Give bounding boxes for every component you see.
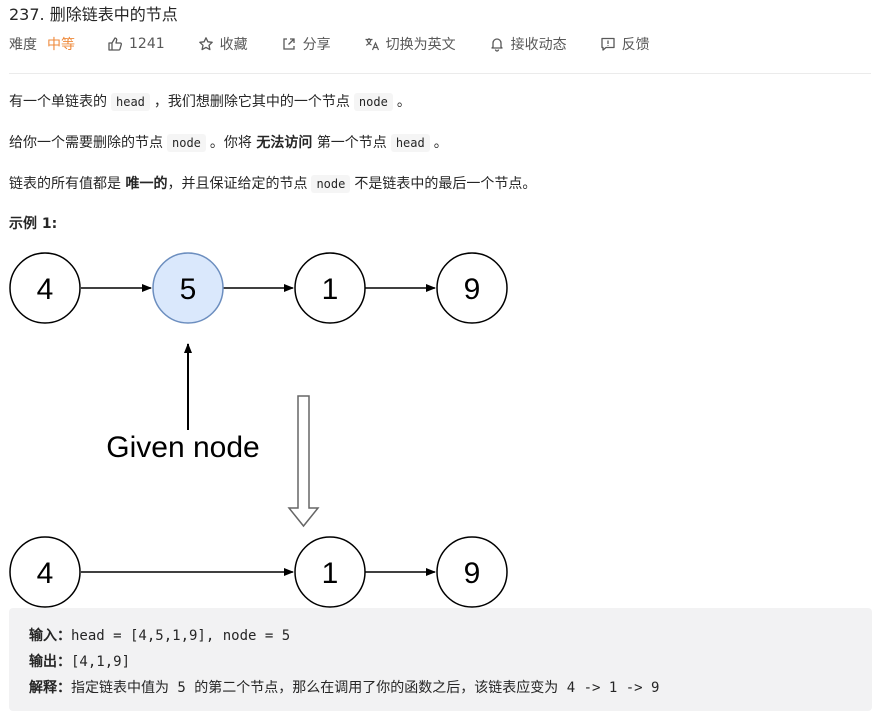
input-value: head = [4,5,1,9], node = 5: [71, 628, 291, 644]
explanation-code: 4 -> 1 -> 9: [558, 680, 660, 696]
feedback-icon: [600, 37, 615, 51]
meta-toolbar: 难度 中等 1241 收藏 分享 切换为英文 接收动态: [9, 33, 683, 55]
text: 给你一个需要删除的节点: [9, 135, 163, 151]
feedback-label: 反馈: [621, 37, 650, 53]
node-value: 4: [37, 273, 54, 306]
example-title: 示例 1:: [9, 216, 58, 232]
list-node-top-2: 1: [294, 252, 366, 324]
text: 有一个单链表的: [9, 94, 107, 110]
example-input: 输入：head = [4,5,1,9], node = 5: [29, 625, 290, 645]
star-icon: [198, 37, 213, 51]
text: 第一个节点: [316, 135, 387, 151]
explanation-code: 5: [169, 680, 195, 696]
divider: [9, 73, 871, 74]
node-value: 5: [180, 273, 197, 306]
node-value: 9: [464, 273, 481, 306]
explanation-label: 解释：: [29, 680, 71, 696]
text: 。: [396, 94, 411, 110]
notify-button[interactable]: 接收动态: [489, 34, 567, 54]
feedback-button[interactable]: 反馈: [600, 34, 650, 54]
inline-code: node: [167, 134, 206, 152]
notify-label: 接收动态: [510, 37, 567, 53]
node-value: 1: [322, 273, 339, 306]
list-node-bottom-2: 9: [436, 536, 508, 608]
given-node-label: Given node: [106, 431, 259, 464]
favorite-button[interactable]: 收藏: [198, 34, 248, 54]
bell-icon: [490, 38, 503, 52]
share-button[interactable]: 分享: [281, 34, 331, 54]
node-value: 9: [464, 557, 481, 590]
linked-list-diagram: 4 5 1 9 Given node 4 1 9: [9, 252, 508, 608]
inline-code: node: [353, 93, 393, 111]
output-label: 输出：: [29, 654, 71, 670]
inline-code: head: [390, 134, 430, 152]
list-node-bottom-1: 1: [294, 536, 366, 608]
inline-code: head: [111, 93, 150, 111]
switch-language-label: 切换为英文: [385, 37, 456, 53]
example-explanation: 解释：指定链表中值为 5 的第二个节点，那么在调用了你的函数之后，该链表应变为 …: [29, 677, 659, 697]
favorite-label: 收藏: [219, 37, 248, 53]
output-value: [4,1,9]: [71, 654, 131, 670]
text: ，我们想删除它其中的一个节点: [153, 94, 350, 110]
bold-text: 无法访问: [256, 135, 313, 151]
like-count: 1241: [129, 36, 165, 52]
translate-icon: [365, 38, 379, 51]
list-node-bottom-0: 4: [9, 536, 81, 608]
text: 链表的所有值都是: [9, 176, 121, 192]
difficulty-label: 难度: [9, 37, 37, 53]
explanation-text: 指定链表中值为: [71, 680, 169, 696]
problem-title: 237. 删除链表中的节点: [9, 5, 178, 24]
thumbs-up-icon: [108, 37, 122, 51]
switch-language-button[interactable]: 切换为英文: [364, 34, 456, 54]
list-node-top-3: 9: [436, 252, 508, 324]
inline-code: node: [311, 175, 351, 193]
bold-text: 唯一的: [125, 176, 168, 192]
transform-arrow: [287, 395, 320, 528]
share-label: 分享: [302, 37, 331, 53]
node-value: 4: [37, 557, 54, 590]
list-node-top-0: 4: [9, 252, 81, 324]
text: ，并且保证给定的节点: [167, 176, 308, 192]
node-value: 1: [322, 557, 339, 590]
example-output: 输出：[4,1,9]: [29, 651, 130, 671]
text: 不是链表中的最后一个节点。: [354, 176, 537, 192]
text: 。: [433, 135, 448, 151]
input-label: 输入：: [29, 628, 71, 644]
text: 。你将: [209, 135, 252, 151]
explanation-text: 的第二个节点，那么在调用了你的函数之后，该链表应变为: [194, 680, 559, 696]
like-button[interactable]: 1241: [107, 36, 165, 52]
difficulty-badge: 中等: [47, 37, 75, 53]
share-icon: [282, 38, 295, 50]
list-node-top-1-highlighted: 5: [152, 252, 224, 324]
example-block: 输入：head = [4,5,1,9], node = 5 输出：[4,1,9]…: [9, 608, 872, 711]
